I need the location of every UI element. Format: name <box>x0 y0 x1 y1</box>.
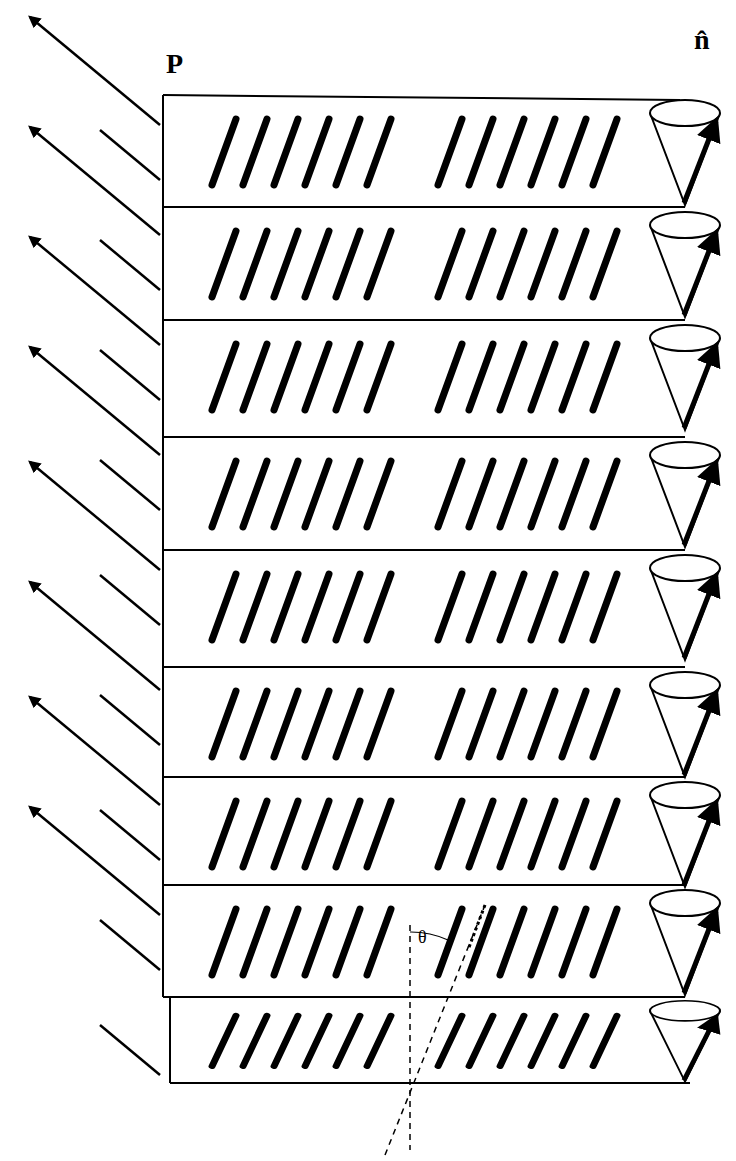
director-label: n̂ <box>694 26 710 54</box>
polarization-label: P <box>166 50 183 78</box>
angle-label: θ <box>418 928 427 946</box>
